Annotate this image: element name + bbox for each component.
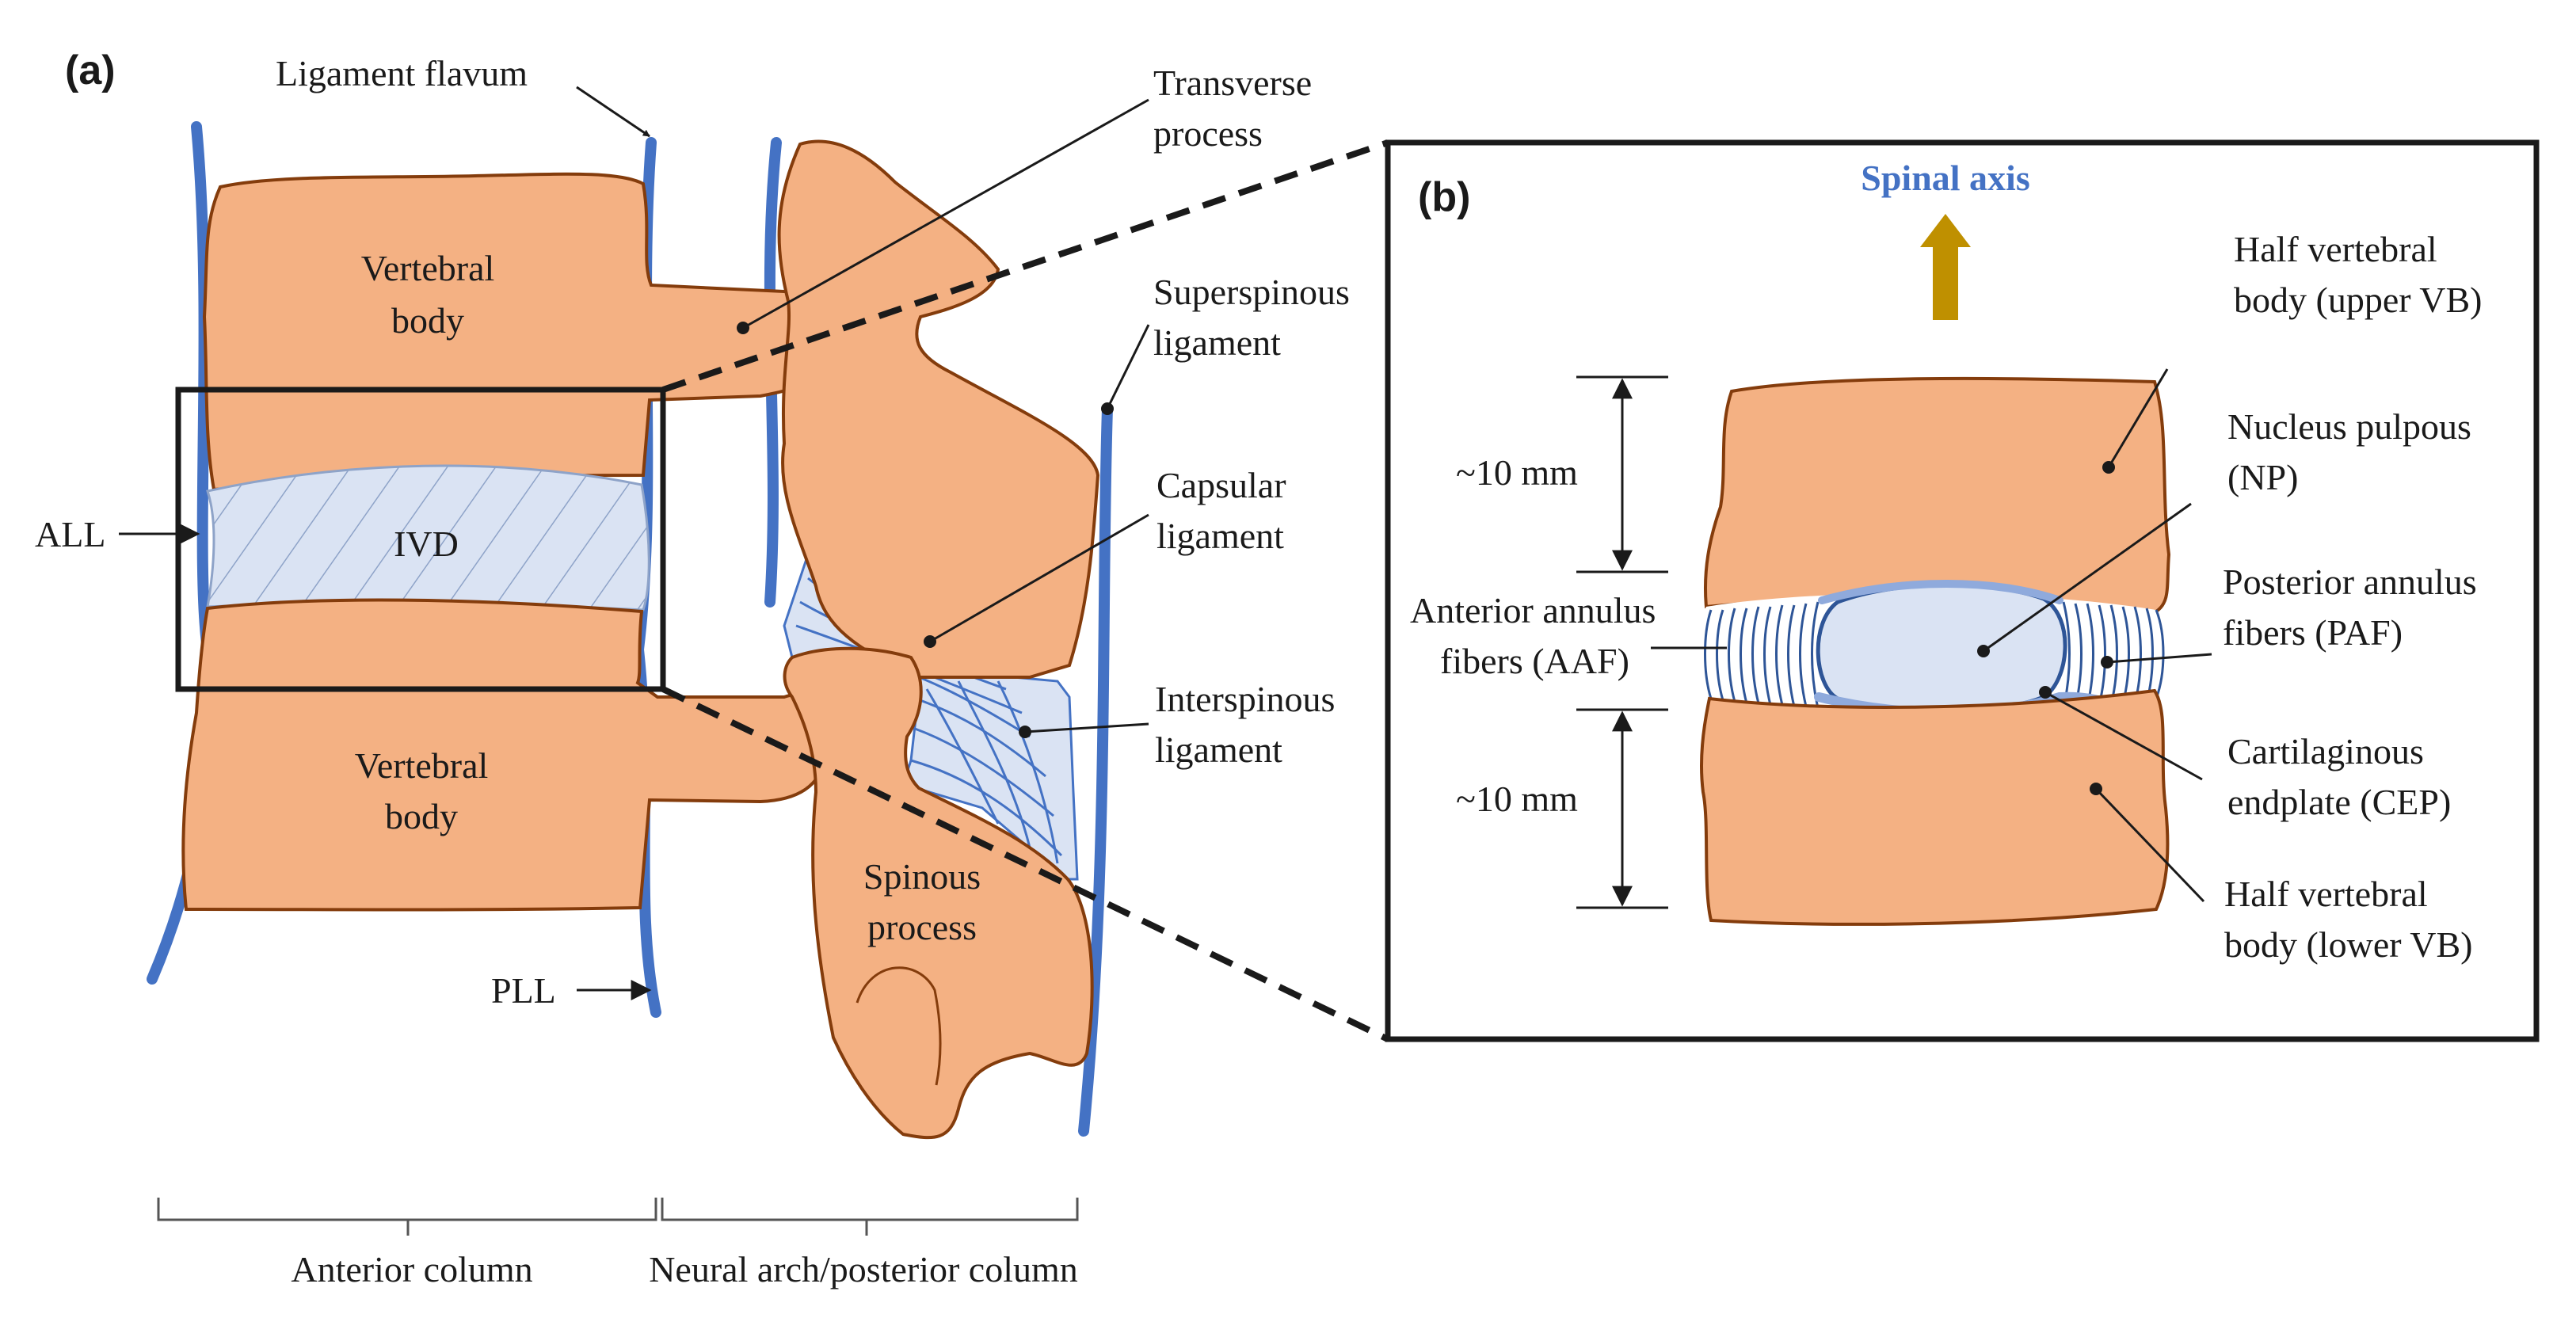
leader-interspinous bbox=[1019, 722, 1149, 738]
zoom-box bbox=[175, 387, 666, 692]
leader-cep bbox=[2039, 686, 2203, 781]
lower-vb-label-1: Half vertebral bbox=[2224, 874, 2428, 914]
dimension-upper-label: ~10 mm bbox=[1456, 452, 1578, 493]
transverse-process-label-1: Transverse bbox=[1153, 63, 1312, 103]
paf-label-1: Posterior annulus bbox=[2223, 562, 2477, 602]
lower-neural-arch bbox=[783, 646, 1094, 1140]
spinous-process-label-1: Spinous bbox=[863, 856, 981, 897]
spinal-axis-label: Spinal axis bbox=[1861, 158, 2030, 198]
np-label-1: Nucleus pulpous bbox=[2227, 406, 2471, 447]
upper-half-vertebral-body bbox=[1703, 376, 2171, 614]
leader-transverse-process bbox=[737, 98, 1149, 334]
lower-vb-label-2: body (lower VB) bbox=[2224, 924, 2472, 965]
transverse-process-label-2: process bbox=[1153, 113, 1263, 154]
np-label-2: (NP) bbox=[2227, 457, 2298, 497]
anterior-column-label: Anterior column bbox=[291, 1249, 532, 1289]
spinous-process-contour bbox=[855, 966, 942, 1086]
leader-superspinous bbox=[1101, 324, 1150, 415]
all-label: ALL bbox=[35, 514, 105, 554]
panel-a: (a) Ligament flavum Transverse process V… bbox=[35, 48, 1389, 1289]
ligament-flavum-label: Ligament flavum bbox=[276, 53, 528, 93]
superspinous-label-2: ligament bbox=[1153, 322, 1281, 363]
panel-a-label: (a) bbox=[65, 48, 116, 93]
aaf-label-1: Anterior annulus bbox=[1410, 590, 1656, 630]
intervertebral-disc bbox=[206, 464, 650, 611]
nucleus-pulposus bbox=[1816, 583, 2067, 714]
dimension-lower-label: ~10 mm bbox=[1456, 779, 1578, 819]
leader-lower-vb bbox=[2090, 783, 2205, 903]
ivd-label: IVD bbox=[394, 524, 459, 564]
vertebral-body-upper-label-1: Vertebral bbox=[361, 248, 495, 288]
pll-label: PLL bbox=[491, 970, 556, 1011]
cartilaginous-endplate-upper bbox=[1818, 580, 2063, 604]
upper-vertebral-body bbox=[202, 172, 847, 492]
upper-vb-label-2: body (upper VB) bbox=[2234, 280, 2482, 320]
leader-np bbox=[1977, 502, 2192, 657]
panel-b: (b) Spinal axis bbox=[1385, 139, 2540, 1042]
lower-half-vertebral-body bbox=[1699, 688, 2170, 926]
lower-vertebral-body bbox=[181, 598, 826, 912]
vertebral-body-lower-label-2: body bbox=[385, 796, 458, 836]
aaf-label-2: fibers (AAF) bbox=[1440, 641, 1629, 681]
zoom-line-lower bbox=[661, 686, 1389, 1042]
upper-vb-label-1: Half vertebral bbox=[2234, 229, 2437, 269]
posterior-column-label: Neural arch/posterior column bbox=[649, 1249, 1078, 1289]
cep-label-1: Cartilaginous bbox=[2227, 731, 2424, 771]
supraspinous-ligament bbox=[1078, 403, 1113, 1137]
posterior-column-brace bbox=[661, 1198, 1079, 1236]
vertebral-body-upper-label-2: body bbox=[391, 300, 464, 341]
leader-upper-vb bbox=[2102, 368, 2169, 474]
superspinous-label-1: Superspinous bbox=[1153, 272, 1350, 312]
spinal-axis-arrow bbox=[1920, 214, 1971, 320]
interspinous-label-2: ligament bbox=[1155, 729, 1282, 770]
interspinous-label-1: Interspinous bbox=[1155, 679, 1335, 719]
paf-label-2: fibers (PAF) bbox=[2223, 612, 2403, 653]
anterior-column-brace bbox=[157, 1198, 657, 1236]
cep-label-2: endplate (CEP) bbox=[2227, 782, 2451, 822]
leader-capsular bbox=[924, 513, 1149, 648]
vertebral-body-lower-label-1: Vertebral bbox=[355, 745, 489, 786]
spinous-process-label-2: process bbox=[867, 907, 977, 947]
capsular-label-2: ligament bbox=[1157, 516, 1284, 556]
anterior-annulus-fibers bbox=[1704, 601, 1820, 709]
capsular-label-1: Capsular bbox=[1157, 465, 1286, 505]
zoom-line-upper bbox=[661, 139, 1389, 393]
panel-b-label: (b) bbox=[1418, 174, 1470, 220]
leader-paf bbox=[2101, 653, 2212, 669]
leader-ligament-flavum bbox=[576, 86, 650, 138]
upper-neural-arch bbox=[777, 139, 1100, 679]
